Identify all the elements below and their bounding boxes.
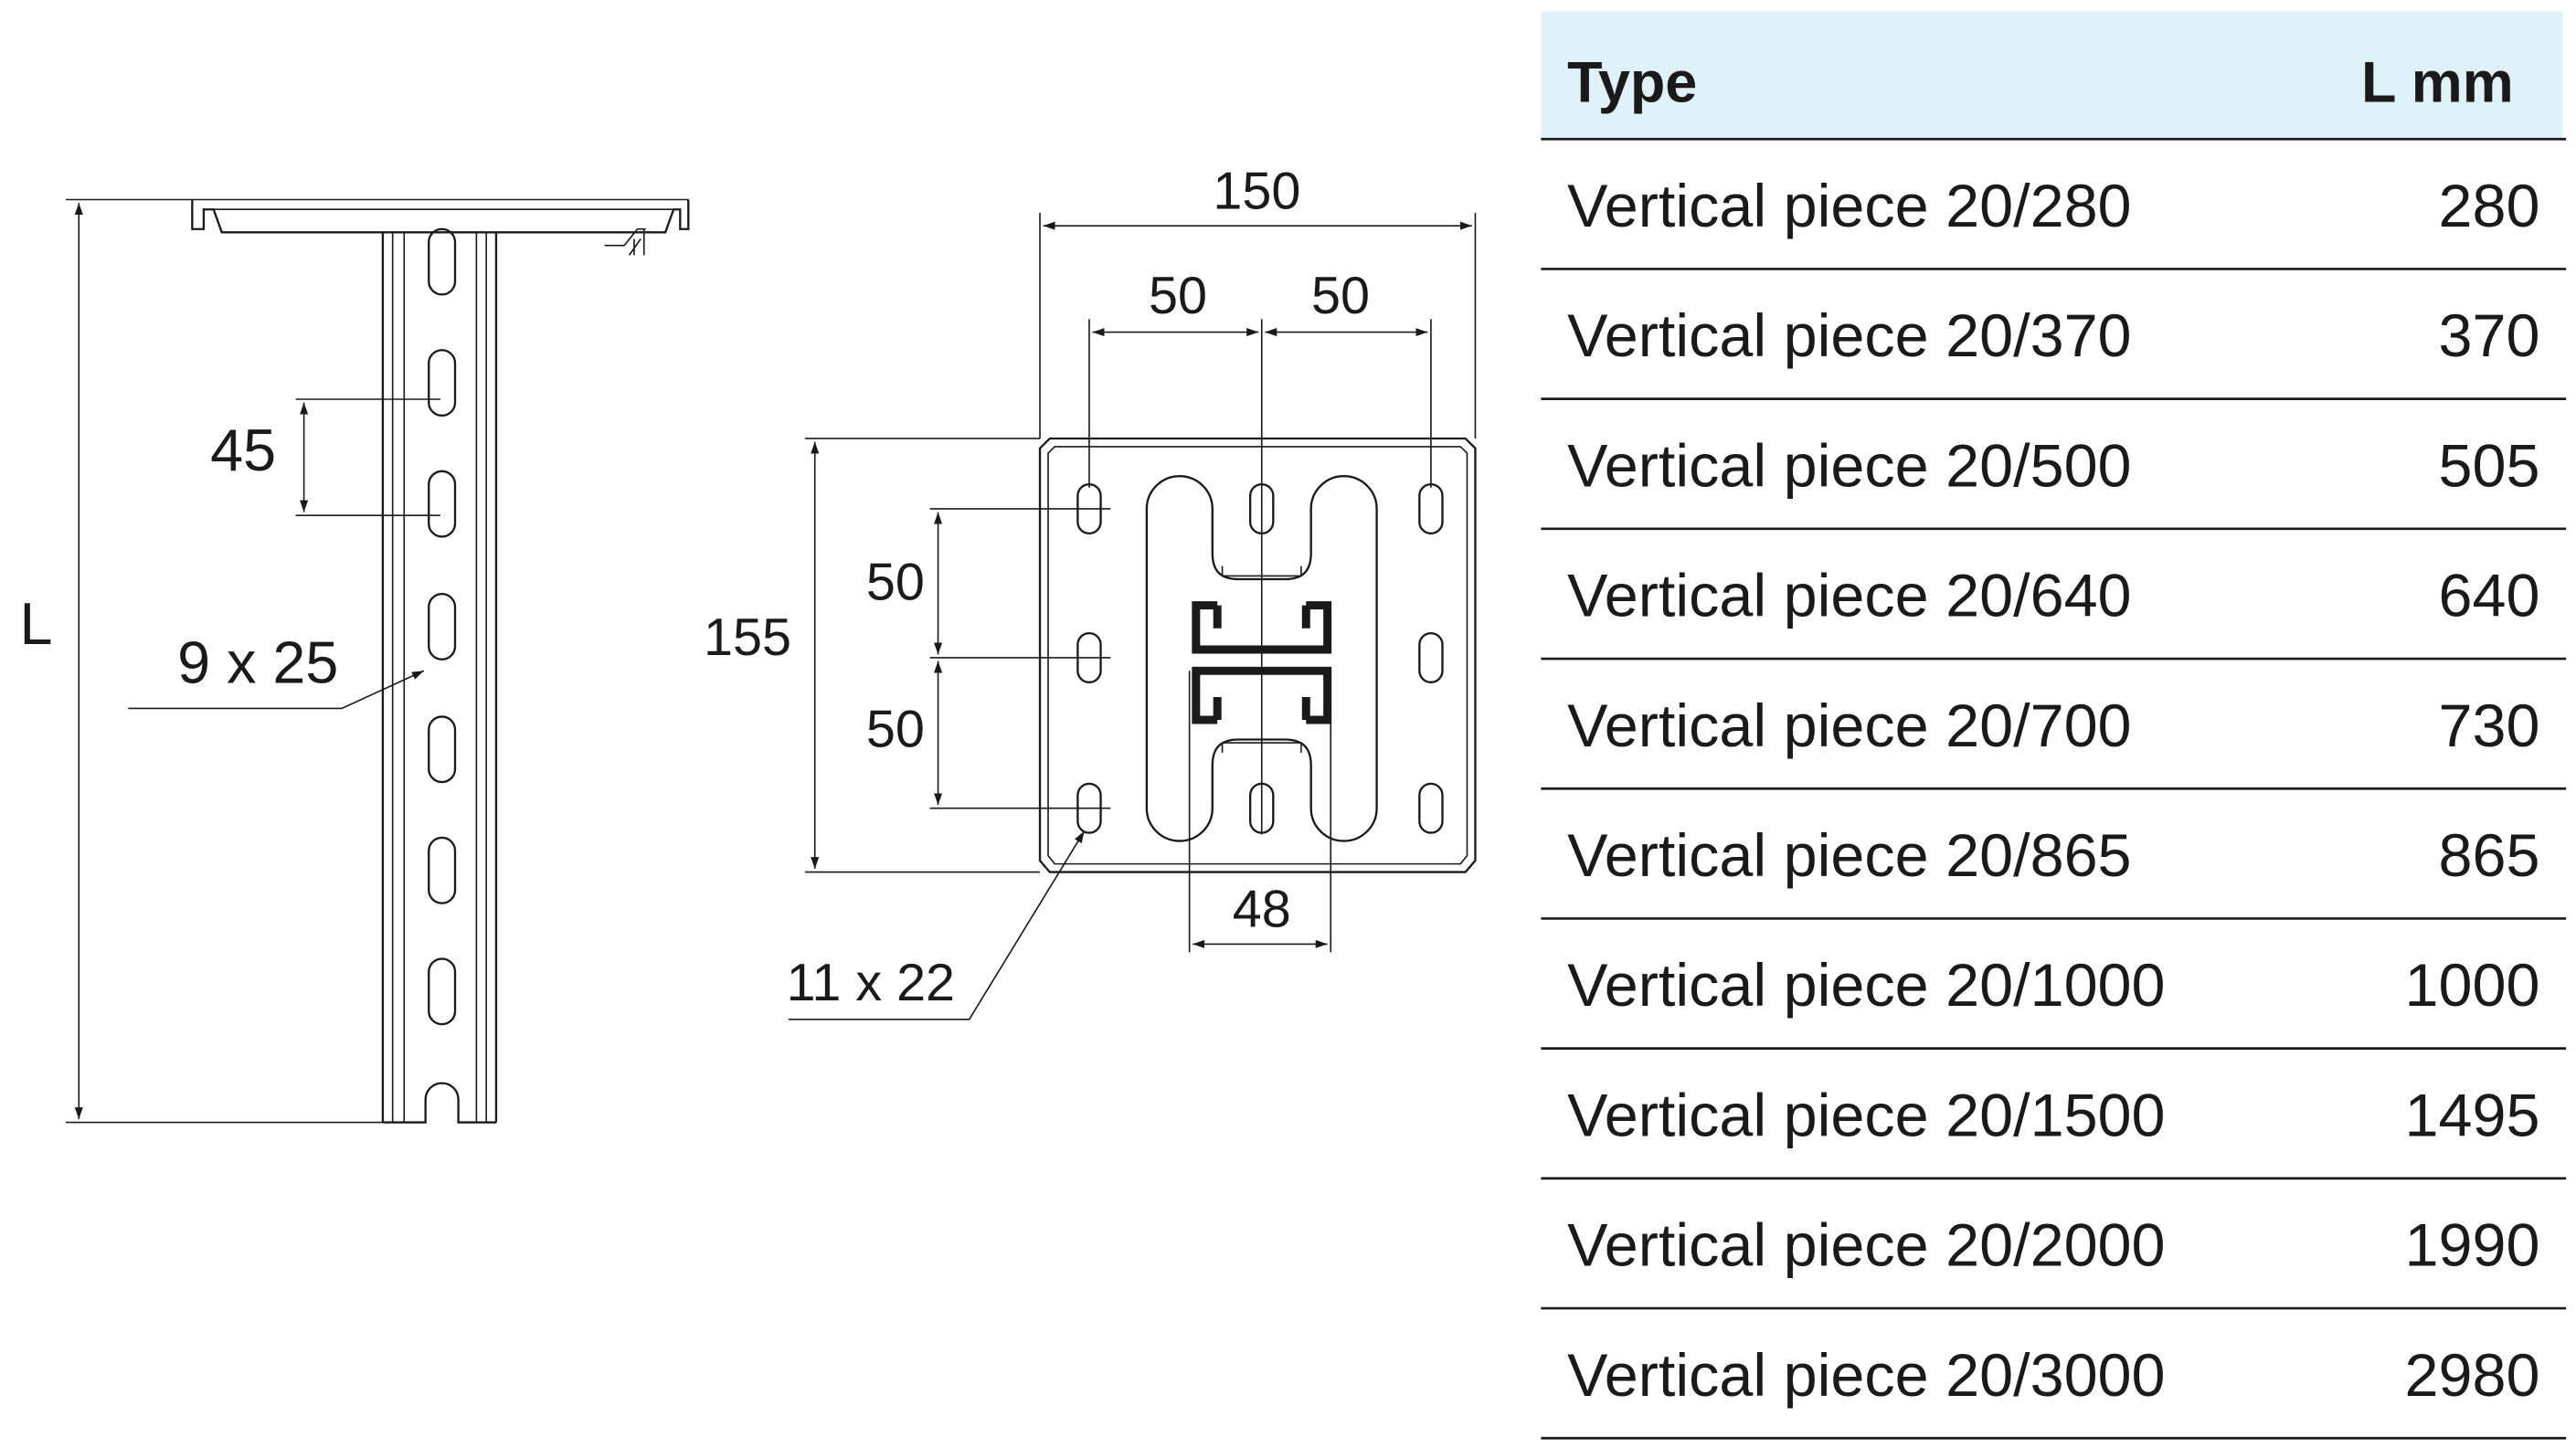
vertical-piece-slots (428, 227, 457, 1026)
table-row: Vertical piece 20/280 280 (1541, 173, 2567, 270)
dimension-profile-width: 48 (1188, 671, 1332, 953)
table-row: Vertical piece 20/370 370 (1541, 302, 2567, 400)
table-cell-type: Vertical piece 20/2000 (1567, 1212, 2165, 1280)
table-cell-type: Vertical piece 20/1500 (1567, 1083, 2165, 1150)
base-plate-outline (1038, 437, 1477, 873)
table-row: Vertical piece 20/500 505 (1541, 433, 2567, 531)
hole-spacing-lower-label: 50 (866, 701, 925, 759)
slot-pitch-label: 45 (210, 417, 276, 483)
table-cell-length: 865 (2438, 822, 2539, 890)
table-cell-type: Vertical piece 20/865 (1567, 822, 2131, 890)
table-cell-length: 640 (2438, 563, 2539, 630)
base-plate-slot (1418, 782, 1444, 834)
vertical-channel (381, 232, 498, 1124)
base-plate-slots (1076, 482, 1444, 834)
length-symbol-label: L (20, 591, 53, 657)
plate-slot-size-label: 11 x 22 (787, 954, 955, 1012)
dimension-length: L (20, 198, 383, 1124)
table-row: Vertical piece 20/865 865 (1541, 822, 2567, 920)
leader-plate-slot-size: 11 x 22 (787, 830, 1086, 1020)
top-plate-clip (604, 227, 646, 256)
table-cell-length: 280 (2438, 173, 2539, 240)
vertical-piece-side-view: L 45 9 x 25 (20, 198, 690, 1124)
table-cell-length: 1495 (2404, 1083, 2539, 1150)
profile-width-label: 48 (1233, 881, 1291, 939)
table-header-background (1541, 11, 2563, 138)
vertical-piece-slot (428, 715, 457, 784)
table-cell-length: 730 (2438, 692, 2539, 760)
table-header-length: L mm (2361, 51, 2514, 115)
table-cell-type: Vertical piece 20/700 (1567, 692, 2131, 760)
table-cell-type: Vertical piece 20/640 (1567, 563, 2131, 630)
dimension-hole-spacing-vertical: 50 50 (866, 512, 943, 806)
hole-spacing-upper-label: 50 (866, 553, 925, 611)
table-cell-length: 1000 (2404, 952, 2539, 1020)
vertical-piece-slot (428, 836, 457, 904)
vertical-piece-slot (428, 227, 457, 296)
dimension-hole-spacing-horizontal: 50 50 (1092, 267, 1428, 337)
dimension-plate-height: 155 (704, 438, 1041, 873)
table-header-type: Type (1567, 51, 1697, 115)
base-plate-front-view: 150 50 50 155 50 50 48 (704, 162, 1477, 1020)
table-cell-type: Vertical piece 20/280 (1567, 173, 2131, 240)
table-cell-type: Vertical piece 20/370 (1567, 302, 2131, 370)
plate-width-label: 150 (1213, 162, 1300, 220)
table-cell-type: Vertical piece 20/500 (1567, 433, 2131, 501)
table-cell-length: 505 (2438, 433, 2539, 501)
base-plate-slot (1418, 482, 1444, 535)
table-cell-length: 1990 (2404, 1212, 2539, 1280)
table-row: Vertical piece 20/2000 1990 (1541, 1212, 2567, 1310)
table-row: Vertical piece 20/700 730 (1541, 692, 2567, 790)
slot-size-label: 9 x 25 (177, 630, 338, 696)
table-cell-type: Vertical piece 20/1000 (1567, 952, 2165, 1020)
table-row: Vertical piece 20/1000 1000 (1541, 952, 2567, 1050)
hole-spacing-right-label: 50 (1311, 267, 1370, 325)
plate-height-label: 155 (704, 608, 791, 667)
h-cutout (1145, 475, 1378, 842)
vertical-piece-slot (428, 957, 457, 1026)
leader-slot-size: 9 x 25 (128, 630, 425, 710)
dimension-plate-width: 150 (1039, 162, 1477, 439)
table-row: Vertical piece 20/640 640 (1541, 563, 2567, 661)
table-cell-type: Vertical piece 20/3000 (1567, 1342, 2165, 1410)
dimension-slot-pitch: 45 (210, 398, 440, 516)
vertical-piece-slot (428, 349, 457, 417)
table-cell-length: 2980 (2404, 1342, 2539, 1410)
hole-spacing-left-label: 50 (1149, 267, 1207, 325)
base-plate-slot (1418, 631, 1444, 683)
table-cell-length: 370 (2438, 302, 2539, 370)
table-row: Vertical piece 20/1500 1495 (1541, 1083, 2567, 1180)
vertical-piece-slot (428, 592, 457, 661)
vertical-piece-slot (428, 470, 457, 538)
table-row: Vertical piece 20/3000 2980 (1541, 1342, 2567, 1440)
top-plate (191, 199, 690, 234)
